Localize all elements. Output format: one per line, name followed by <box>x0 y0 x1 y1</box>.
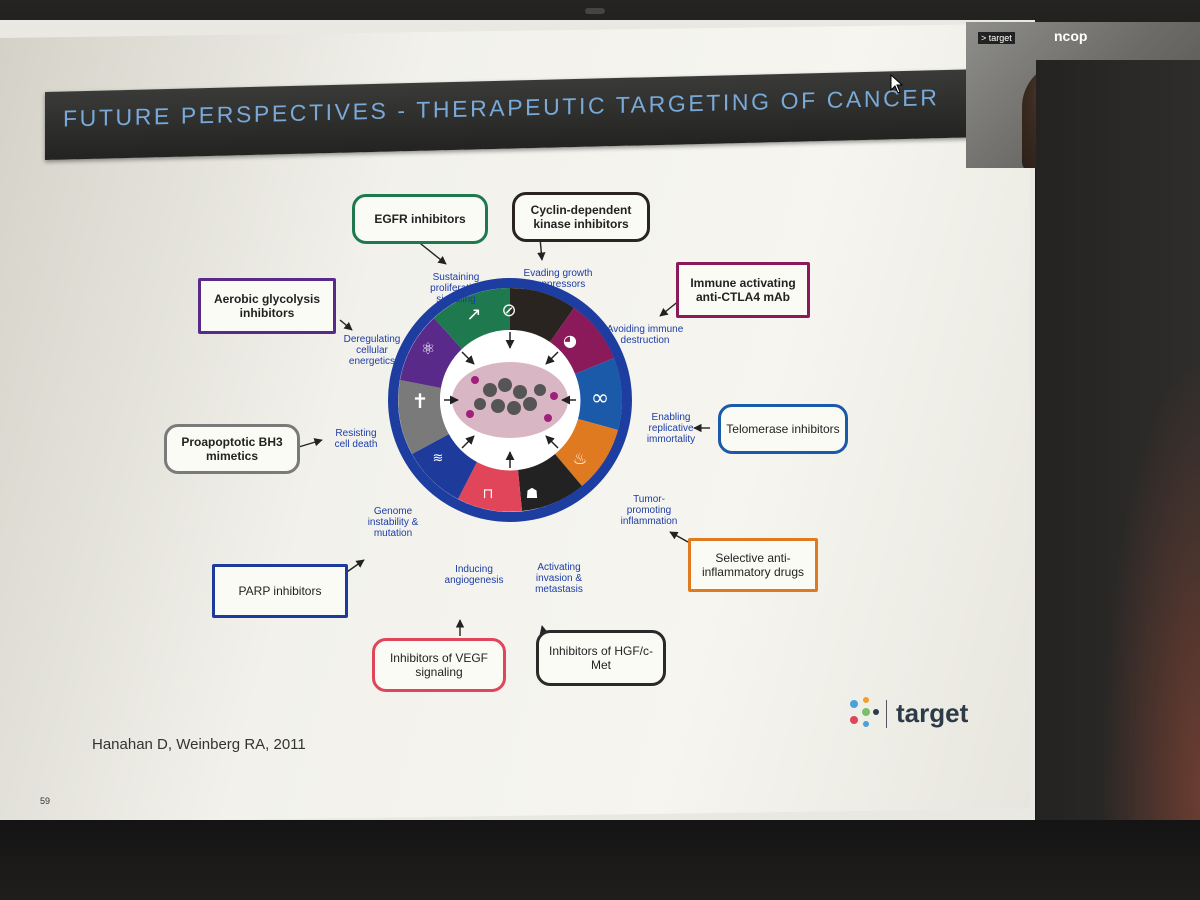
hallmark-label-genome: Genome instability & mutation <box>354 506 432 539</box>
therapy-box-antiinflammatory: Selective anti-inflammatory drugs <box>688 538 818 592</box>
therapy-box-immune: Immune activating anti-CTLA4 mAb <box>676 262 810 318</box>
hallmark-label-invasion: Activating invasion & metastasis <box>522 562 596 595</box>
tumor-center-image <box>452 362 568 438</box>
webcam-brand: ncop <box>1054 28 1087 44</box>
target-logo: target <box>846 694 1006 734</box>
logo-text: target <box>896 698 968 729</box>
camera-indicator <box>585 8 605 14</box>
pacman-icon: ◕ <box>563 331 577 350</box>
therapy-box-glycolysis: Aerobic glycolysis inhibitors <box>198 278 336 334</box>
ban-icon: ⊘ <box>501 300 516 321</box>
screen-glare <box>1100 360 1200 900</box>
dagger-icon: ✝ <box>412 389 429 413</box>
flame-icon: ♨ <box>573 449 587 468</box>
therapy-box-cdk: Cyclin-dependent kinase inhibitors <box>512 192 650 242</box>
hallmark-label-energetics: Deregulating cellular energetics <box>334 334 410 367</box>
hallmark-label-growth-suppressors: Evading growth suppressors <box>518 268 598 290</box>
logo-separator <box>886 700 887 728</box>
therapy-box-bh3: Proapoptotic BH3 mimetics <box>164 424 300 474</box>
dna-icon: ≋ <box>433 451 444 466</box>
arrow-up-icon: ↗ <box>466 304 481 325</box>
hallmark-label-proliferative: Sustaining proliferative signaling <box>412 272 500 305</box>
slide-page-number: 59 <box>40 796 50 806</box>
therapy-box-vegf: Inhibitors of VEGF signaling <box>372 638 506 692</box>
webcam-label: > target <box>978 32 1015 44</box>
mouse-cursor-icon <box>890 74 904 94</box>
slide-title: FUTURE PERSPECTIVES - THERAPEUTIC TARGET… <box>63 84 939 132</box>
therapy-box-hgf: Inhibitors of HGF/c-Met <box>536 630 666 686</box>
therapy-box-egfr: EGFR inhibitors <box>352 194 488 244</box>
hallmark-label-angiogenesis: Inducing angiogenesis <box>430 564 518 586</box>
therapy-box-parp: PARP inhibitors <box>212 564 348 618</box>
ghost-icon: ☗ <box>526 486 539 502</box>
hallmark-wheel: ⊘ ◕ ∞ ♨ ☗ ⊓ ≋ ✝ ⚛ ↗ <box>388 278 632 522</box>
hallmark-label-cell-death: Resisting cell death <box>328 428 384 450</box>
therapy-box-telomerase: Telomerase inhibitors <box>718 404 848 454</box>
atom-icon: ⚛ <box>421 339 435 358</box>
hallmark-label-immune: Avoiding immune destruction <box>604 324 686 346</box>
monitor-bezel-bottom <box>0 820 1200 900</box>
slide-citation: Hanahan D, Weinberg RA, 2011 <box>92 736 306 753</box>
hallmark-label-immortality: Enabling replicative immortality <box>628 412 714 445</box>
vessel-icon: ⊓ <box>483 486 494 502</box>
infinity-icon: ∞ <box>591 386 609 411</box>
target-logo-dots-icon <box>846 694 882 732</box>
hallmark-label-inflammation: Tumor-promoting inflammation <box>612 494 686 527</box>
